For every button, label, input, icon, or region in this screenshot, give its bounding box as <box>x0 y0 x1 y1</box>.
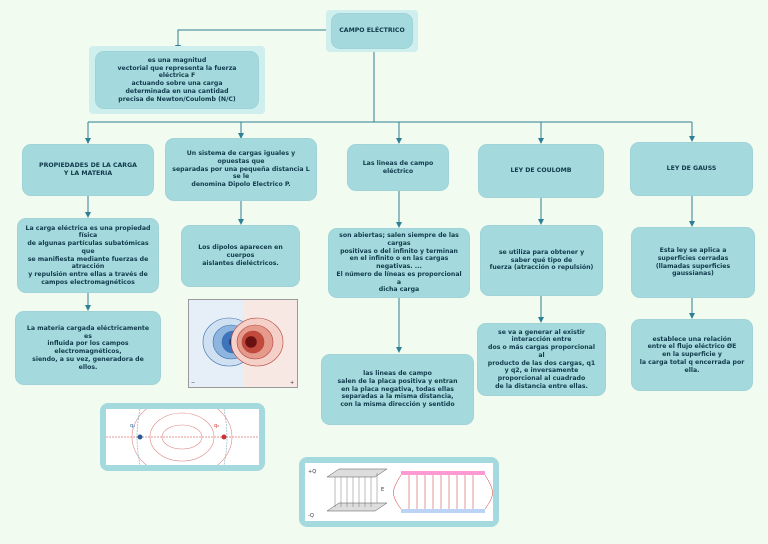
dipole-title-node[interactable]: Un sistema de cargas iguales y opuestas … <box>166 139 316 200</box>
gauss-flux-node[interactable]: establece una relación entre el flujo el… <box>632 320 752 390</box>
properties-title-node[interactable]: PROPIEDADES DE LA CARGA Y LA MATERIA <box>23 145 153 195</box>
dipole-field-svg: − + <box>189 300 297 387</box>
root-node[interactable]: CAMPO ELÉCTRICO <box>332 14 412 48</box>
plate-negative-label: -Q <box>308 513 314 519</box>
properties-text-node[interactable]: La carga eléctrica es una propiedad físi… <box>18 219 158 292</box>
gauss-title-node[interactable]: LEY DE GAUSS <box>631 143 752 195</box>
charge-q1-label: q₁ <box>130 423 135 429</box>
dipole-plus-sign: + <box>290 380 294 386</box>
charges-field-diagram: q₁ q₂ <box>106 396 259 478</box>
field-e-label: E <box>381 487 384 493</box>
plates-field-diagram: +Q -Q E <box>308 468 493 519</box>
lines-open-node[interactable]: son abiertas; salen siempre de las carga… <box>329 229 469 297</box>
plate-positive-label: +Q <box>308 469 316 475</box>
dipole-text-node[interactable]: Los dipolos aparecen en cuerpos aislante… <box>182 226 299 286</box>
definition-node[interactable]: es una magnitud vectorial que representa… <box>96 52 258 108</box>
dipole-minus-sign: − <box>191 380 195 386</box>
dipole-field-plot: − + <box>188 299 298 388</box>
charge-q2-label: q₂ <box>214 423 219 429</box>
gauss-text-node[interactable]: Esta ley se aplica a superficies cerrada… <box>632 228 754 297</box>
lines-plates-node[interactable]: las lineas de campo salen de la placa po… <box>322 355 473 424</box>
positive-charge-icon <box>221 434 227 440</box>
charges-field-image: q₁ q₂ <box>100 396 265 478</box>
plates-field-image: +Q -Q E <box>299 457 499 527</box>
negative-charge-icon <box>137 434 143 440</box>
coulomb-title-node[interactable]: LEY DE COULOMB <box>479 145 603 197</box>
lines-title-node[interactable]: Las lineas de campo eléctrico <box>348 145 448 190</box>
coulomb-law-node[interactable]: se va a generar al existir interacción e… <box>478 324 605 395</box>
coulomb-text-node[interactable]: se utiliza para obtener y saber qué tipo… <box>481 226 602 295</box>
properties-matter-node[interactable]: La materia cargada eléctricamente es inf… <box>16 312 160 384</box>
